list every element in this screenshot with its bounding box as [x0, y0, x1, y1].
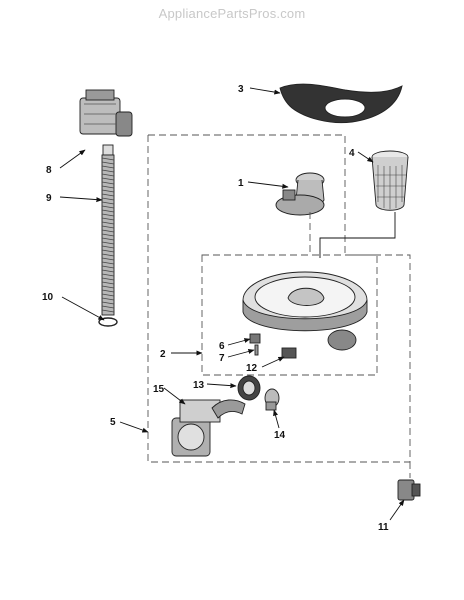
leader-lines [59, 87, 405, 521]
assembly-boundaries [147, 134, 411, 478]
watermark: AppliancePartsPros.com [158, 6, 306, 21]
part-small-components [249, 333, 297, 359]
part-filter [319, 150, 409, 258]
callout-3: 3 [238, 84, 244, 95]
callout-1: 1 [238, 178, 244, 189]
callout-13: 13 [193, 380, 205, 391]
callout-2: 2 [160, 349, 166, 360]
callout-11: 11 [378, 522, 389, 533]
part-pump-motor [171, 399, 246, 457]
part-pump-housing [275, 172, 325, 255]
part-connector [397, 479, 421, 501]
part-gasket-shield [279, 83, 403, 124]
callout-labels: 3 4 1 8 9 10 2 6 7 12 13 15 5 14 11 [42, 84, 389, 533]
part-seal [237, 375, 261, 401]
callout-6: 6 [219, 341, 225, 352]
callout-7: 7 [219, 353, 225, 364]
callout-14: 14 [274, 430, 286, 441]
part-drain-hose [101, 144, 115, 316]
callout-5: 5 [110, 417, 116, 428]
part-sump [242, 271, 368, 351]
callout-15: 15 [153, 384, 165, 395]
callout-10: 10 [42, 292, 54, 303]
callout-9: 9 [46, 193, 52, 204]
callout-4: 4 [349, 148, 355, 159]
part-valve [264, 388, 280, 411]
part-clamp [98, 317, 118, 327]
part-drain-pump [79, 89, 133, 137]
callout-8: 8 [46, 165, 52, 176]
callout-12: 12 [246, 363, 258, 374]
